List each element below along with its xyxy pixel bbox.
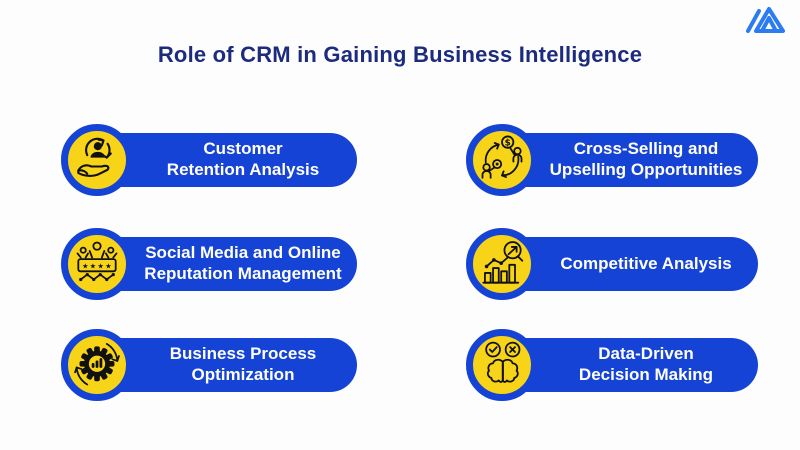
svg-text:$: $ xyxy=(505,138,511,148)
card-label: Customer Retention Analysis xyxy=(166,139,320,179)
card-customer-retention: Customer Retention Analysis xyxy=(61,124,357,196)
card-pill: Data-Driven Decision Making xyxy=(500,338,758,392)
card-label: Social Media and Online Reputation Manag… xyxy=(144,243,342,283)
card-pill: Competitive Analysis xyxy=(500,237,758,291)
card-label: Business Process Optimization xyxy=(169,344,317,384)
svg-text:★: ★ xyxy=(82,261,89,270)
card-pill: Cross-Selling and Upselling Opportunitie… xyxy=(500,133,758,187)
mountain-logo-icon xyxy=(743,5,787,35)
social-reputation-icon: ★ ★ ★ ★ xyxy=(61,228,133,300)
decision-making-icon xyxy=(466,329,538,401)
card-decision-making: Data-Driven Decision Making xyxy=(466,329,758,401)
card-pill: Social Media and Online Reputation Manag… xyxy=(95,237,357,291)
svg-text:★: ★ xyxy=(90,261,97,270)
card-competitive-analysis: Competitive Analysis xyxy=(466,228,758,300)
card-social-reputation: Social Media and Online Reputation Manag… xyxy=(61,228,357,300)
card-label: Cross-Selling and Upselling Opportunitie… xyxy=(549,139,743,179)
cross-selling-upselling-icon: $ xyxy=(466,124,538,196)
card-pill: Business Process Optimization xyxy=(95,338,357,392)
competitive-analysis-icon xyxy=(466,228,538,300)
svg-text:★: ★ xyxy=(97,261,104,270)
card-cross-selling: Cross-Selling and Upselling Opportunitie… xyxy=(466,124,758,196)
card-pill: Customer Retention Analysis xyxy=(95,133,357,187)
page-title: Role of CRM in Gaining Business Intellig… xyxy=(157,42,643,67)
card-label: Data-Driven Decision Making xyxy=(578,344,714,384)
svg-text:★: ★ xyxy=(105,261,112,270)
card-label: Competitive Analysis xyxy=(560,253,732,273)
card-process-optimization: Business Process Optimization xyxy=(61,329,357,401)
customer-retention-icon xyxy=(61,124,133,196)
process-optimization-icon xyxy=(61,329,133,401)
